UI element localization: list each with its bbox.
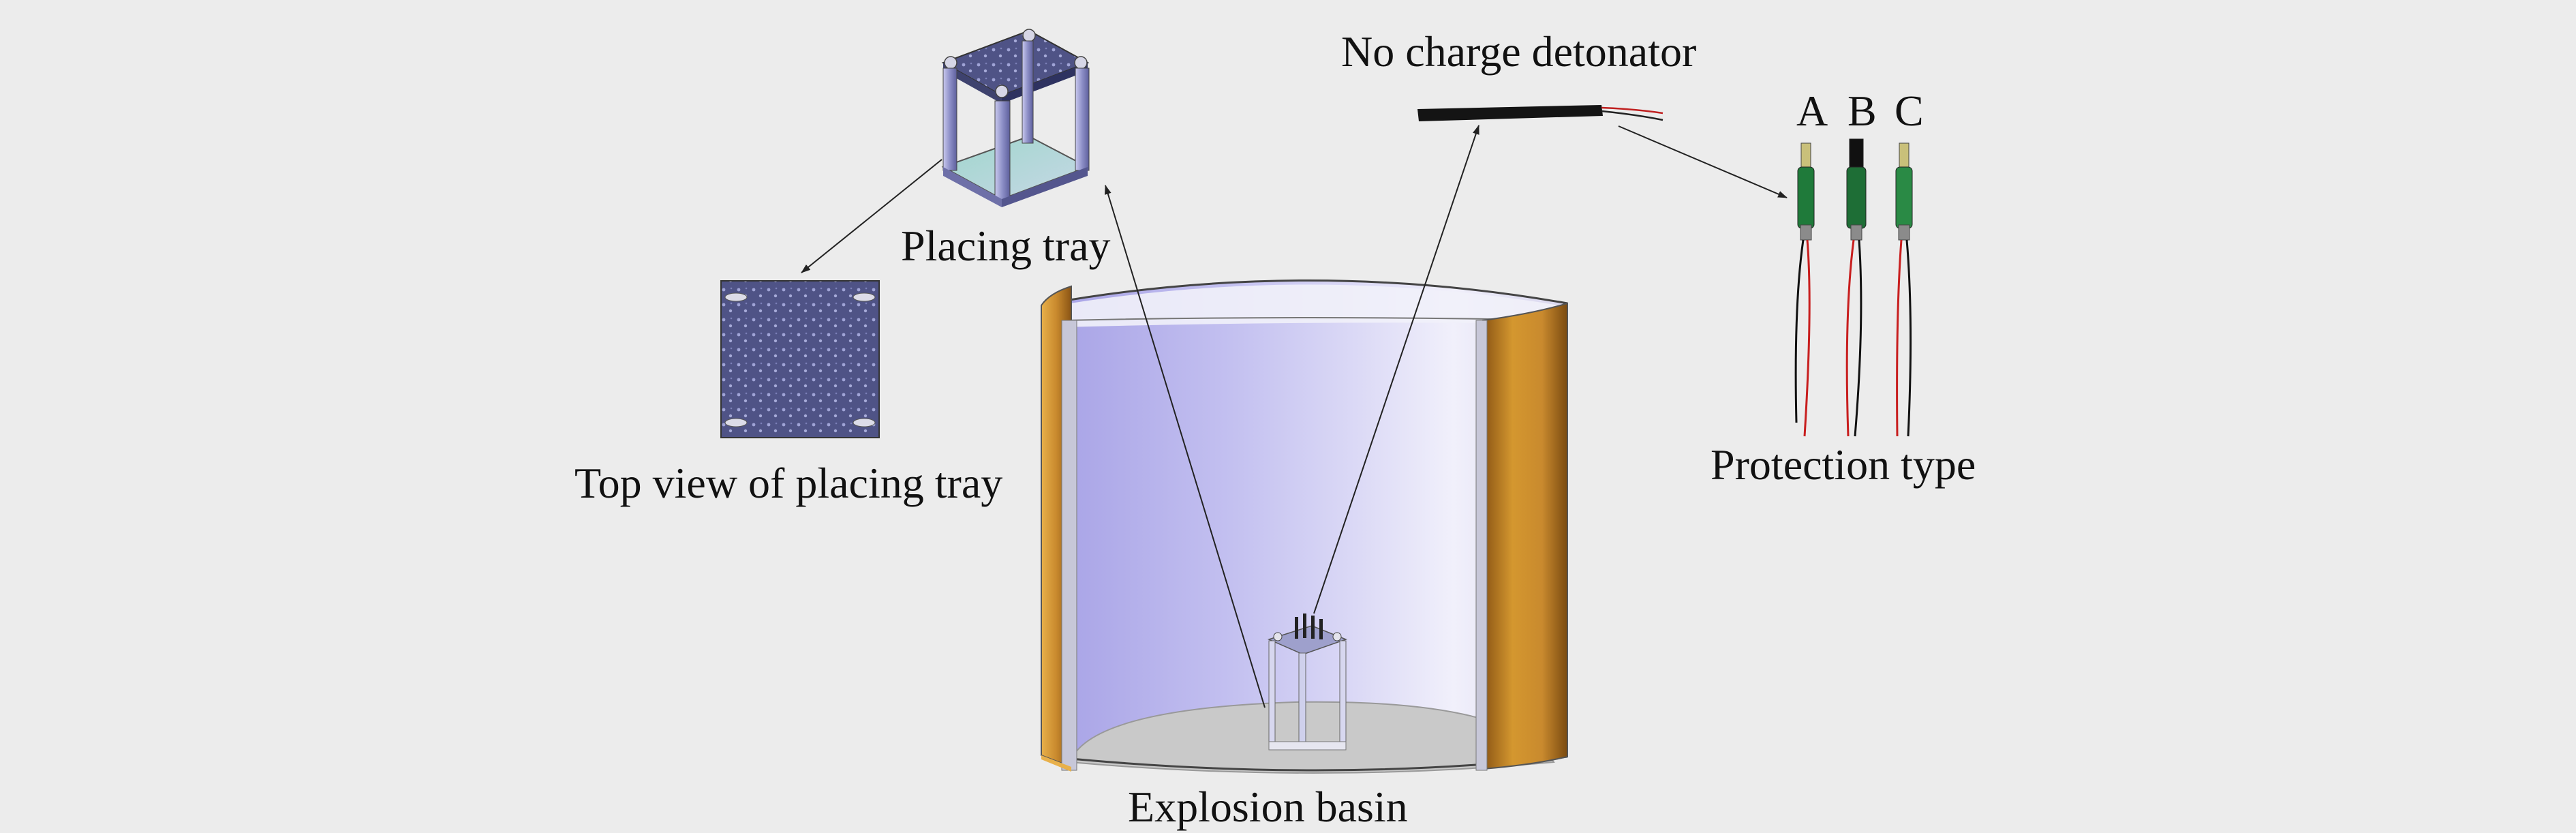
arrows <box>801 125 1788 708</box>
arrow-basin-to-detonator <box>1313 125 1479 614</box>
tray-in-basin <box>1267 614 1348 751</box>
detonator-type-c <box>1895 142 1913 437</box>
placing-tray-illustration <box>941 29 1090 207</box>
arrow-detonator-to-protection <box>1618 125 1788 198</box>
detonator-illustration <box>1417 105 1663 121</box>
label-type-c: C <box>1895 87 1924 135</box>
label-placing-tray: Placing tray <box>901 222 1110 270</box>
arrow-tray-to-top-view <box>801 159 942 273</box>
detonator-type-a <box>1794 142 1815 437</box>
arrow-basin-to-tray <box>1105 185 1266 708</box>
label-type-a: A <box>1796 87 1828 135</box>
label-detonator: No charge detonator <box>1341 27 1696 76</box>
label-top-view: Top view of placing tray <box>574 459 1002 507</box>
label-protection-type: Protection type <box>1711 440 1976 489</box>
label-explosion-basin: Explosion basin <box>1128 783 1408 831</box>
explosion-basin-illustration <box>1041 279 1568 774</box>
detonator-type-b <box>1845 138 1867 437</box>
top-view-plate-illustration <box>720 280 880 438</box>
protection-type-illustration <box>1794 138 1913 437</box>
label-type-b: B <box>1847 87 1877 135</box>
